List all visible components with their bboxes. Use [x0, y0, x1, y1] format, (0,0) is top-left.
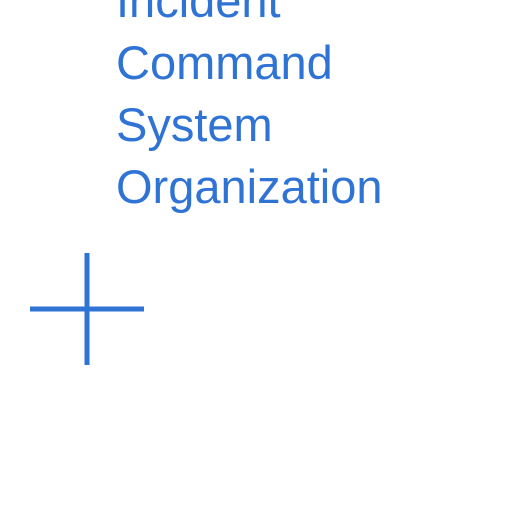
page-title: Incident Command System Organization [116, 0, 383, 218]
title-line-3: System [116, 98, 273, 151]
title-line-2: Command [116, 36, 333, 89]
plus-icon[interactable] [29, 252, 145, 366]
title-line-1: Incident [116, 0, 281, 27]
title-line-4: Organization [116, 160, 383, 213]
